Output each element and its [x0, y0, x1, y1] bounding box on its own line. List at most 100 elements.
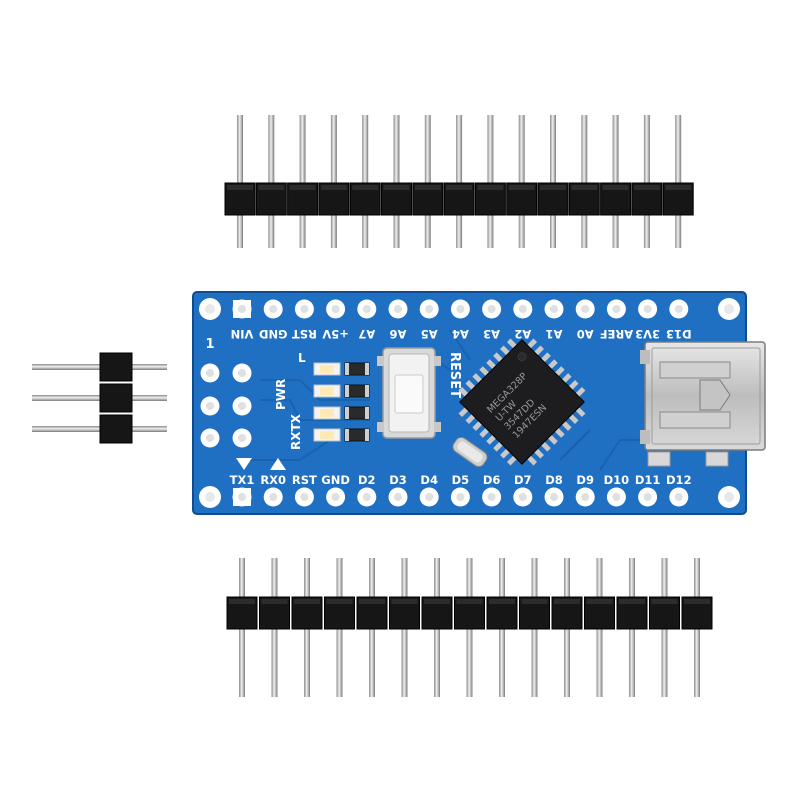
tx-triangle-icon: [236, 458, 252, 470]
resistor-end: [365, 429, 369, 441]
bottom-pin-label: D3: [389, 473, 407, 487]
bottom-pin-label: D6: [483, 473, 501, 487]
bottom-pin-header: [226, 558, 713, 697]
bottom-pin-label: D10: [604, 473, 630, 487]
pin-pad-hole: [300, 493, 309, 501]
pin-pad-hole: [362, 493, 371, 501]
top-pin-label: A7: [358, 327, 375, 341]
header-pin: [424, 115, 431, 248]
bottom-pin-label: RX0: [260, 473, 286, 487]
led-lens: [320, 387, 334, 395]
pin-pad-hole: [269, 305, 278, 313]
icsp-pad-hole: [206, 369, 214, 377]
led-label-pwr: PWR: [274, 379, 288, 410]
pin-pad-hole: [456, 305, 465, 313]
led-lens: [320, 409, 334, 417]
led-lens: [320, 365, 334, 373]
top-pin-label: +5V: [322, 327, 349, 341]
header-plastic-highlight: [508, 185, 535, 190]
header-plastic-highlight: [294, 599, 320, 604]
header-plastic-highlight: [383, 185, 410, 190]
header-plastic-highlight: [489, 599, 515, 604]
led-group: [313, 362, 370, 442]
pin-pad-hole: [394, 305, 402, 313]
resistor-end: [345, 429, 349, 441]
header-plastic-highlight: [229, 599, 255, 604]
top-pin-label: A2: [514, 327, 531, 341]
bottom-pin-label: TX1: [230, 473, 255, 487]
header-plastic-highlight: [521, 599, 548, 604]
pin-pad-hole: [300, 305, 309, 313]
pin-pad-hole: [487, 305, 496, 313]
reset-button[interactable]: [377, 347, 441, 439]
header-plastic-highlight: [665, 185, 692, 190]
icsp-pad-hole: [238, 369, 246, 377]
top-pin-label: A4: [452, 327, 469, 341]
led-label-rxtx: RXTX: [289, 413, 303, 450]
bottom-pin-label: D4: [420, 473, 438, 487]
led-label-pwr-group: PWR: [274, 379, 288, 410]
header-pin: [581, 115, 588, 248]
reset-label: RESET: [447, 352, 462, 398]
pin-pad-hole: [425, 493, 434, 501]
header-pin: [237, 115, 243, 248]
icsp-pad-hole: [238, 434, 246, 442]
mini-usb-connector[interactable]: [640, 341, 766, 467]
header-plastic-highlight: [477, 185, 504, 190]
header-plastic-highlight: [424, 599, 450, 604]
icsp-plastic: [99, 352, 133, 382]
led-label-group: RXTX: [289, 413, 303, 450]
header-plastic-highlight: [261, 599, 288, 604]
top-pin-label: A3: [483, 327, 500, 341]
top-pin-label: A5: [421, 327, 438, 341]
rx-triangle-icon: [270, 458, 286, 470]
pin-pad-hole: [362, 305, 371, 313]
pin-pad-hole: [674, 493, 683, 501]
icsp-pad-hole: [206, 434, 214, 442]
bottom-pin-label: GND: [321, 473, 350, 487]
pin-pad-hole: [550, 493, 558, 501]
resistor-end: [365, 385, 369, 397]
header-plastic-highlight: [446, 185, 473, 190]
pin-pad-hole: [581, 305, 590, 313]
bottom-pin-label: D7: [514, 473, 532, 487]
bottom-pin-label: D9: [576, 473, 594, 487]
bottom-pin-label: RST: [292, 473, 317, 487]
top-pin-label: 3V3: [635, 327, 660, 341]
header-plastic-highlight: [540, 185, 566, 190]
icsp-pads: [200, 363, 252, 448]
header-pin: [518, 115, 525, 248]
pin-pad-hole: [643, 493, 652, 501]
header-plastic-highlight: [586, 599, 613, 604]
top-pin-label: AREF: [600, 327, 633, 341]
header-pin: [612, 115, 619, 248]
header-pin: [268, 115, 275, 248]
top-pin-label: D13: [666, 327, 692, 341]
crystal: [452, 436, 488, 468]
bottom-pin-label: D11: [635, 473, 661, 487]
mount-hole: [205, 304, 215, 314]
header-pin: [550, 115, 556, 248]
header-plastic-highlight: [326, 599, 353, 604]
header-plastic-highlight: [258, 185, 285, 190]
led-label-l: L: [298, 351, 306, 365]
reset-label-group: RESET: [447, 352, 462, 398]
header-plastic-highlight: [352, 185, 379, 190]
bottom-pin-label: D5: [452, 473, 470, 487]
pin-pad-hole: [456, 493, 465, 501]
header-pin: [456, 115, 463, 248]
bottom-pin-label: D12: [666, 473, 692, 487]
pin-pad-hole: [612, 305, 621, 313]
icsp-pin-header: [32, 352, 167, 444]
header-pin: [487, 115, 494, 248]
atmega328p-chip: [458, 338, 586, 466]
header-pin: [675, 115, 682, 248]
mount-hole: [205, 492, 215, 502]
header-plastic-highlight: [227, 185, 253, 190]
header-pin: [299, 115, 306, 248]
pin-pad-hole: [612, 493, 621, 501]
